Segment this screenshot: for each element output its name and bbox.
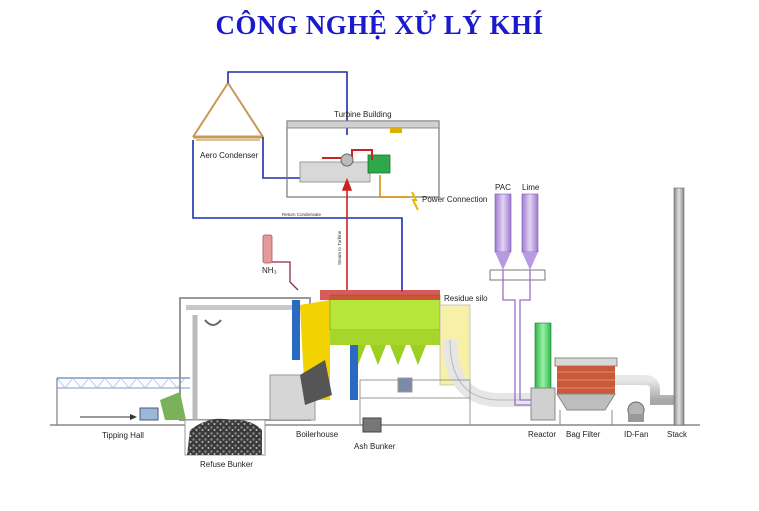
reactor-label: Reactor	[528, 430, 556, 439]
turbine-building-label: Turbine Building	[334, 110, 392, 119]
nh3-tank	[262, 234, 299, 291]
steam-line	[341, 177, 353, 290]
pac-label: PAC	[495, 183, 511, 192]
nh3-label: NH₃	[262, 266, 277, 275]
bag-filter-label: Bag Filter	[566, 430, 601, 439]
id-fan	[615, 375, 675, 422]
condensate-lines	[192, 71, 403, 292]
residue-silo	[439, 304, 530, 407]
aero-condenser-label: Aero Condenser	[200, 151, 259, 160]
turbine-building	[286, 120, 440, 198]
power-connection-label: Power Connection	[422, 195, 487, 204]
ash-bunker	[362, 417, 382, 433]
residue-silo-label: Residue silo	[444, 294, 488, 303]
stack-label: Stack	[667, 430, 688, 439]
power-connection-line	[379, 175, 419, 211]
refuse-bunker	[184, 418, 266, 456]
pac-silo	[494, 193, 512, 270]
return-condensate-label: Return Condensate	[282, 212, 322, 217]
lime-silo	[521, 193, 539, 270]
ash-bunker-label: Ash Bunker	[354, 442, 396, 451]
bag-filter	[554, 357, 618, 425]
boilerhouse-building	[179, 297, 316, 421]
steam-to-turbine-label: Steam to Turbine	[337, 230, 342, 265]
tipping-hall-label: Tipping Hall	[102, 431, 144, 440]
aero-condenser	[192, 81, 264, 141]
boilerhouse-label: Boilerhouse	[296, 430, 339, 439]
boiler	[300, 290, 441, 405]
stack	[673, 187, 685, 426]
page-title: CÔNG NGHỆ XỬ LÝ KHÍ	[215, 10, 544, 40]
refuse-bunker-label: Refuse Bunker	[200, 460, 253, 469]
lime-label: Lime	[522, 183, 540, 192]
id-fan-label: ID-Fan	[624, 430, 648, 439]
silo-support	[489, 269, 546, 281]
chemical-feed-lines	[502, 270, 535, 406]
reactor	[530, 322, 556, 421]
